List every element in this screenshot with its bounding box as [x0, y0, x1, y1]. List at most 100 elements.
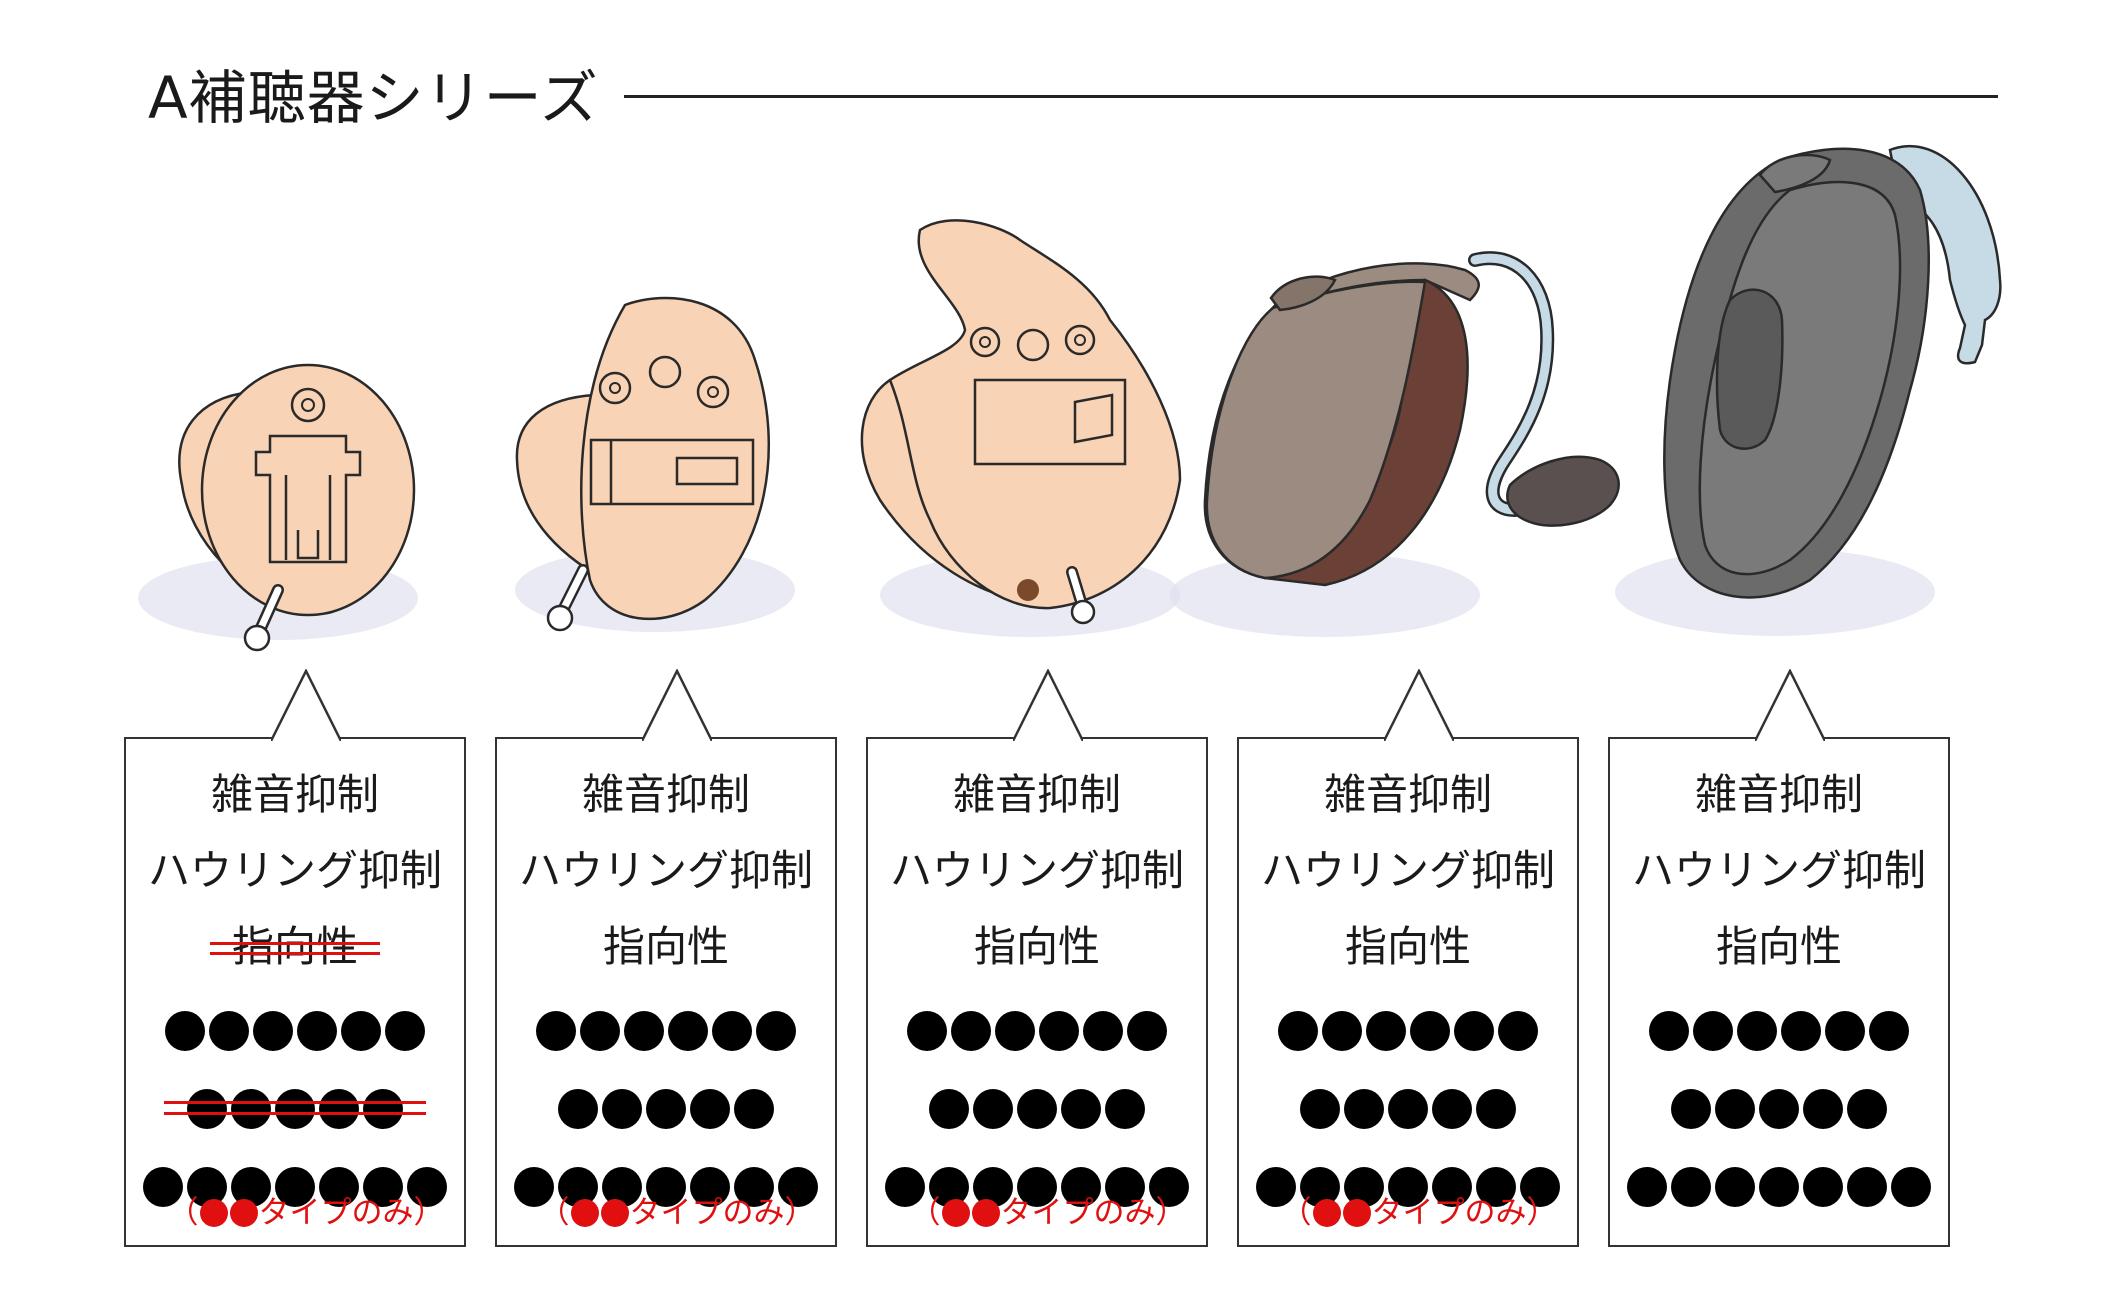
feature-text: ハウリング抑制 [1260, 846, 1555, 895]
mask-dot [1366, 1011, 1406, 1051]
feature-text: 雑音抑制 [581, 770, 750, 819]
mask-dot [1737, 1011, 1777, 1051]
feature-text: ハウリング抑制 [1631, 846, 1926, 895]
mask-dot [1083, 1011, 1123, 1051]
type-only-note: （タイプのみ） [1239, 1193, 1577, 1233]
callout-pointer [1384, 669, 1454, 741]
title-rule [624, 95, 1998, 98]
feature-text: 雑音抑制 [1323, 770, 1492, 819]
mask-dot [1017, 1167, 1057, 1207]
note-open-paren: （ [538, 1195, 570, 1231]
mask-dot [929, 1089, 969, 1129]
feature-card: 雑音抑制ハウリング抑制指向性（タイプのみ） [495, 669, 837, 1247]
mask-dot [778, 1167, 818, 1207]
feature-text: 指向性 [1344, 922, 1471, 971]
feature-text: 指向性 [209, 919, 381, 975]
masked-feature [1239, 1089, 1577, 1129]
mask-dot [734, 1089, 774, 1129]
type-only-note: （タイプのみ） [126, 1193, 464, 1233]
itc-hearing-aid-icon [515, 296, 795, 632]
mask-dot [690, 1089, 730, 1129]
callout-pointer [1013, 669, 1083, 741]
mask-dot [1017, 1089, 1057, 1129]
series-title: A補聴器シリーズ [148, 64, 599, 132]
feature-label: 雑音抑制 [126, 767, 464, 823]
mask-dot [536, 1011, 576, 1051]
note-text: タイプのみ） [258, 1195, 445, 1231]
device-cic [130, 130, 430, 670]
mask-dot [143, 1167, 183, 1207]
masked-feature [1610, 1089, 1948, 1129]
mask-dot [209, 1011, 249, 1051]
mask-dot [1388, 1167, 1428, 1207]
mask-dot [712, 1011, 752, 1051]
note-mask-dot [570, 1199, 599, 1227]
mask-dot [1322, 1011, 1362, 1051]
mask-dot [297, 1011, 337, 1051]
mask-dot [1061, 1089, 1101, 1129]
device-itc [505, 130, 805, 670]
masked-feature [126, 1011, 464, 1051]
type-only-note: （タイプのみ） [868, 1193, 1206, 1233]
masked-feature [868, 1089, 1206, 1129]
mask-dot [165, 1011, 205, 1051]
note-open-paren: （ [1280, 1195, 1312, 1231]
mask-dot [1803, 1167, 1843, 1207]
feature-label: 指向性 [868, 919, 1206, 975]
feature-label: 雑音抑制 [1610, 767, 1948, 823]
note-mask-dot [1312, 1199, 1341, 1227]
feature-label: 雑音抑制 [868, 767, 1206, 823]
note-mask-dot [600, 1199, 629, 1227]
feature-card: 雑音抑制ハウリング抑制指向性 （タイプのみ） [124, 669, 466, 1247]
mask-dot [1432, 1089, 1472, 1129]
feature-card: 雑音抑制ハウリング抑制指向性 [1608, 669, 1950, 1247]
mask-dot [1869, 1011, 1909, 1051]
mask-dot [514, 1167, 554, 1207]
feature-label: 指向性 [1610, 919, 1948, 975]
ite-hearing-aid-icon [860, 219, 1182, 637]
mask-dot [907, 1011, 947, 1051]
mask-dot [1671, 1089, 1711, 1129]
callout-pointer [271, 669, 341, 741]
mask-dot [1759, 1089, 1799, 1129]
mask-dot [363, 1089, 403, 1129]
note-mask-dot [229, 1199, 258, 1227]
mask-dot [1476, 1167, 1516, 1207]
mask-dot [1149, 1167, 1189, 1207]
note-mask-dot [971, 1199, 1000, 1227]
feature-text: ハウリング抑制 [518, 846, 813, 895]
note-mask-dot [1342, 1199, 1371, 1227]
note-text: タイプのみ） [629, 1195, 816, 1231]
feature-text: 雑音抑制 [1694, 770, 1863, 819]
mask-dot [995, 1011, 1035, 1051]
note-mask-dot [941, 1199, 970, 1227]
feature-text: 指向性 [973, 922, 1100, 971]
mask-dot [1454, 1011, 1494, 1051]
mask-dot [1781, 1011, 1821, 1051]
feature-label: 雑音抑制 [1239, 767, 1577, 823]
mask-dot [602, 1089, 642, 1129]
masked-feature [497, 1011, 835, 1051]
note-open-paren: （ [909, 1195, 941, 1231]
mask-dot [1039, 1011, 1079, 1051]
mask-dot [1715, 1167, 1755, 1207]
mask-dot [1891, 1167, 1931, 1207]
mask-dot [385, 1011, 425, 1051]
mask-dot [1803, 1089, 1843, 1129]
feature-label: ハウリング抑制 [497, 843, 835, 899]
masked-feature [1239, 1167, 1577, 1207]
mask-dot [668, 1011, 708, 1051]
mask-dot [756, 1011, 796, 1051]
feature-text: ハウリング抑制 [147, 846, 442, 895]
masked-feature [126, 1167, 464, 1207]
type-only-note: （ タイプのみ） [497, 1193, 835, 1233]
mask-dot [1344, 1089, 1384, 1129]
mask-dot [1693, 1011, 1733, 1051]
feature-text: ハウリング抑制 [889, 846, 1184, 895]
feature-label: ハウリング抑制 [868, 843, 1206, 899]
mask-dot [1105, 1167, 1145, 1207]
mask-dot [1300, 1089, 1340, 1129]
cic-hearing-aid-icon [138, 363, 418, 652]
mask-dot [624, 1011, 664, 1051]
mask-dot [1127, 1011, 1167, 1051]
